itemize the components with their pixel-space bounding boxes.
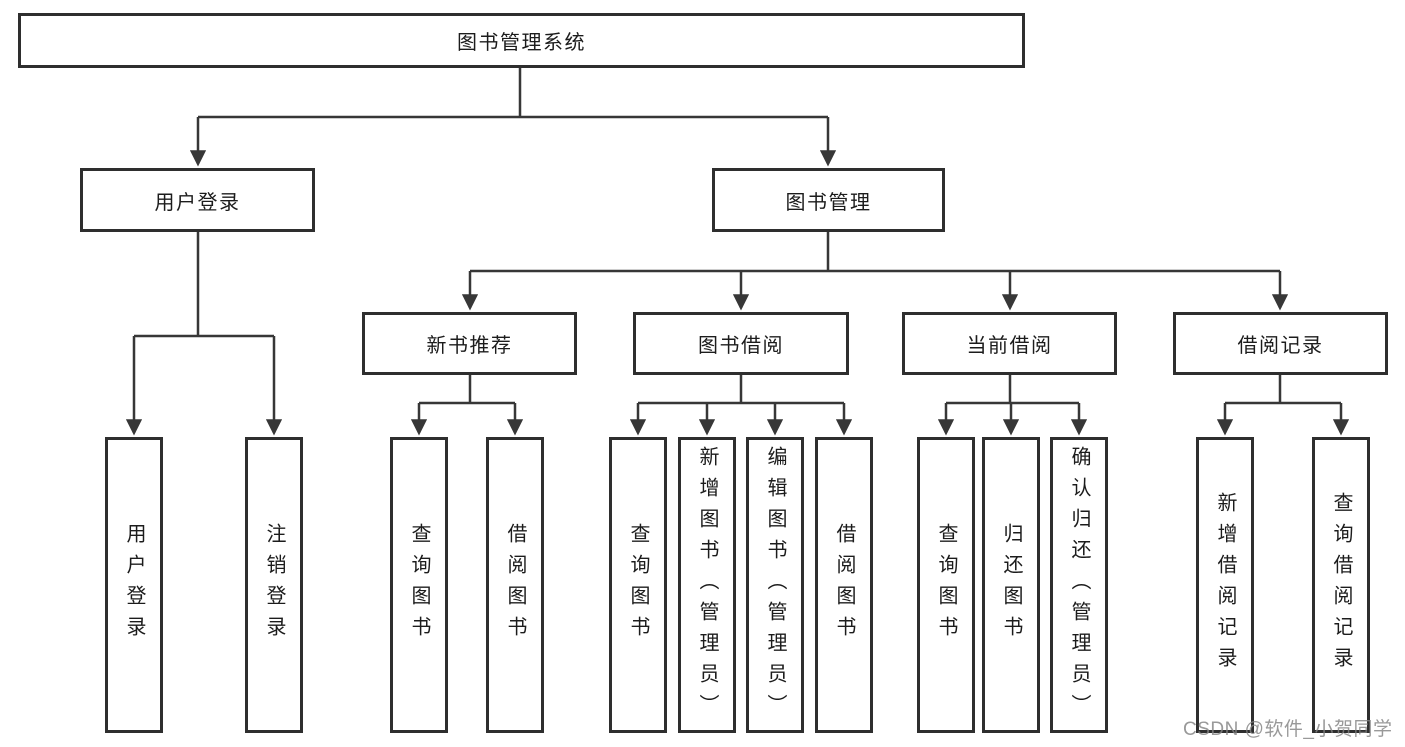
node-library-system-root: 图书管理系统 bbox=[18, 13, 1025, 68]
node-new-book-recommend: 新书推荐 bbox=[362, 312, 577, 375]
connector-book-mgmt-elbow bbox=[470, 232, 1280, 273]
node-borrowing-records: 借阅记录 bbox=[1173, 312, 1388, 375]
node-label: 图书借阅 bbox=[698, 335, 784, 357]
leaf-label: 新增借阅记录 bbox=[1214, 492, 1236, 678]
node-label: 用户登录 bbox=[154, 191, 241, 214]
leaf-label: 查询图书 bbox=[935, 523, 957, 647]
connector-borrow-record-elbow bbox=[1225, 375, 1341, 405]
leaf-edit-books-admin: 编辑图书（管理员） bbox=[746, 437, 804, 733]
leaf-label: 新增图书（管理员） bbox=[696, 445, 718, 725]
node-label: 新书推荐 bbox=[426, 335, 513, 357]
node-label: 借阅记录 bbox=[1237, 335, 1324, 357]
leaf-label: 归还图书 bbox=[1000, 523, 1022, 647]
connector-current-borrow-elbow bbox=[946, 375, 1079, 405]
connector-new-book-elbow bbox=[419, 375, 515, 405]
node-label: 图书管理系统 bbox=[457, 32, 586, 54]
node-book-borrowing: 图书借阅 bbox=[633, 312, 849, 375]
node-user-login: 用户登录 bbox=[80, 168, 315, 232]
leaf-label: 编辑图书（管理员） bbox=[764, 445, 786, 725]
leaf-label: 查询借阅记录 bbox=[1330, 492, 1352, 678]
leaf-query-borrow-record: 查询借阅记录 bbox=[1312, 437, 1370, 733]
leaf-label: 借阅图书 bbox=[504, 523, 526, 647]
leaf-label: 查询图书 bbox=[408, 523, 430, 647]
leaf-query-books-borrowing: 查询图书 bbox=[609, 437, 667, 733]
leaf-user-login: 用户登录 bbox=[105, 437, 163, 733]
connector-book-borrow-elbow bbox=[638, 375, 844, 405]
csdn-watermark: CSDN @软件_小贺同学 bbox=[1183, 719, 1393, 740]
connector-user-login-elbow bbox=[134, 232, 274, 338]
leaf-label: 用户登录 bbox=[123, 523, 145, 647]
leaf-label: 注销登录 bbox=[263, 523, 285, 647]
node-current-borrowing: 当前借阅 bbox=[902, 312, 1117, 375]
leaf-borrow-books-recommend: 借阅图书 bbox=[486, 437, 544, 733]
node-label: 当前借阅 bbox=[966, 335, 1053, 357]
leaf-label: 查询图书 bbox=[627, 523, 649, 647]
leaf-query-books-current: 查询图书 bbox=[917, 437, 975, 733]
leaf-label: 确认归还（管理员） bbox=[1068, 445, 1090, 725]
leaf-label: 借阅图书 bbox=[833, 523, 855, 647]
node-book-management: 图书管理 bbox=[712, 168, 945, 232]
leaf-confirm-return-admin: 确认归还（管理员） bbox=[1050, 437, 1108, 733]
node-label: 图书管理 bbox=[785, 191, 872, 214]
leaf-query-books-recommend: 查询图书 bbox=[390, 437, 448, 733]
leaf-add-books-admin: 新增图书（管理员） bbox=[678, 437, 736, 733]
connector-root-elbow bbox=[198, 68, 828, 119]
leaf-return-books: 归还图书 bbox=[982, 437, 1040, 733]
leaf-logout: 注销登录 bbox=[245, 437, 303, 733]
leaf-add-borrow-record: 新增借阅记录 bbox=[1196, 437, 1254, 733]
leaf-borrow-books: 借阅图书 bbox=[815, 437, 873, 733]
